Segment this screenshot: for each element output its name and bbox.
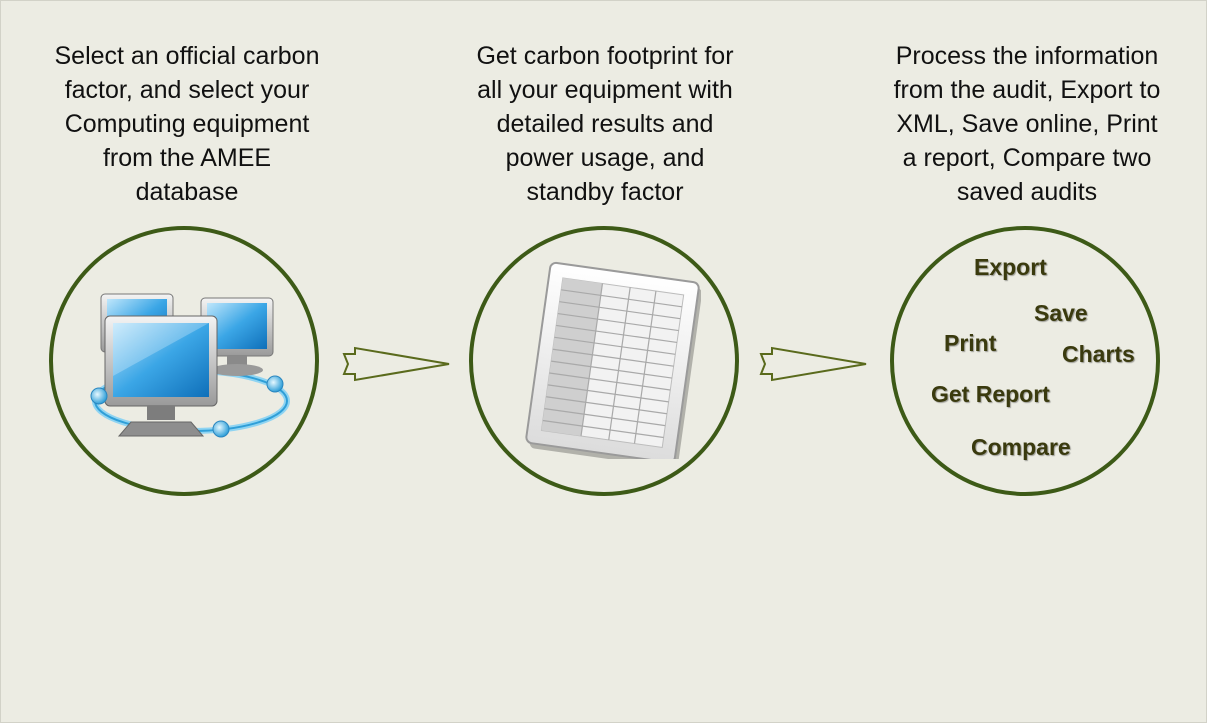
action-get-report: Get Report: [931, 381, 1050, 407]
action-export: Export: [974, 254, 1047, 280]
step-3-description: Process the information from the audit, …: [893, 42, 1161, 206]
step-1-circle: [49, 226, 319, 496]
step-3-circle: [890, 226, 1160, 496]
action-print: Print: [944, 330, 997, 356]
action-save: Save: [1034, 300, 1088, 326]
step-2-description: Get carbon footprint for all your equipm…: [476, 42, 734, 206]
spreadsheet-icon: [525, 261, 701, 459]
action-charts: Charts: [1062, 341, 1135, 367]
arrow-1-icon: [342, 346, 450, 382]
step-2-circle: [469, 226, 739, 496]
networked-computers-icon: [90, 293, 290, 438]
action-compare: Compare: [971, 434, 1071, 460]
arrow-2-icon: [759, 346, 867, 382]
step-1-description: Select an official carbon factor, and se…: [54, 42, 320, 206]
